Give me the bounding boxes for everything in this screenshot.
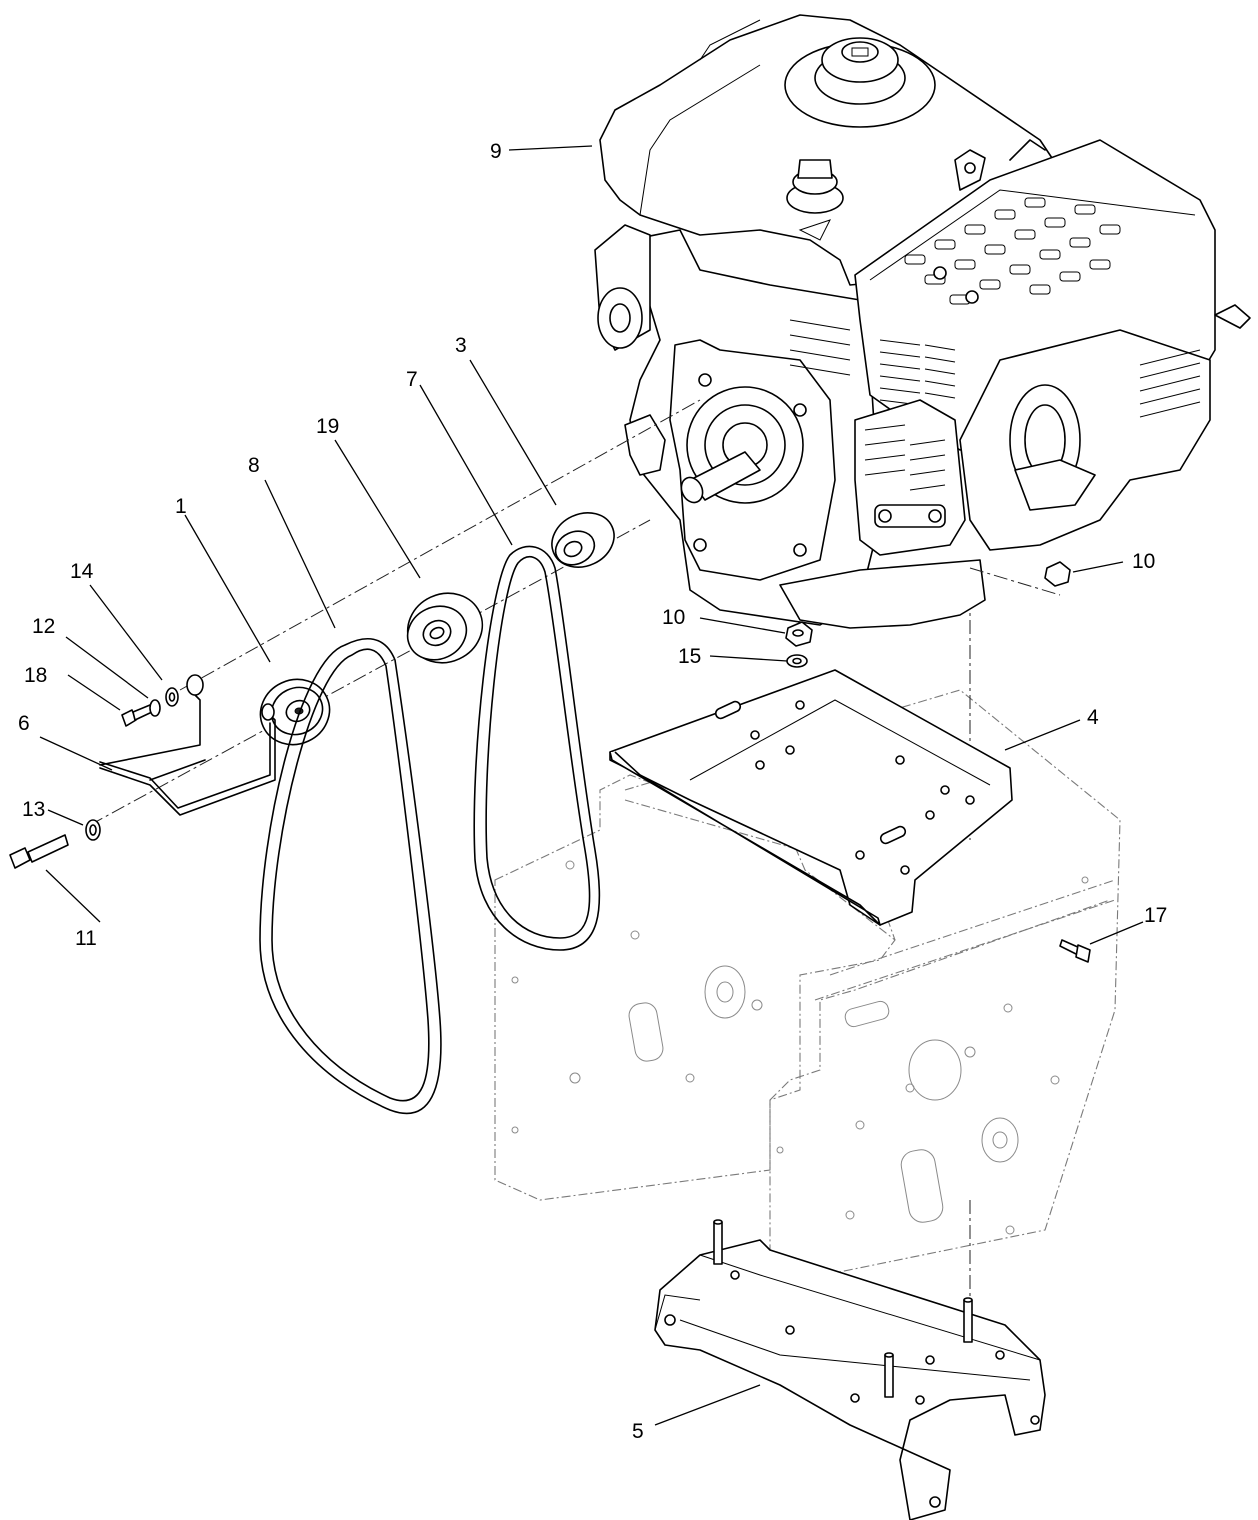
base-bracket	[654, 1219, 1046, 1520]
callout-9: 9	[490, 140, 502, 163]
callout-17: 17	[1144, 904, 1167, 927]
callout-1: 1	[175, 495, 187, 518]
callout-6: 6	[18, 712, 30, 735]
callout-10-upper: 10	[1132, 550, 1155, 573]
callout-18: 18	[24, 664, 47, 687]
callout-5: 5	[632, 1420, 644, 1443]
drive-pulley	[406, 592, 484, 664]
callout-3: 3	[455, 334, 467, 357]
engine-mount-plate	[609, 669, 1013, 926]
callout-labels: 9 3 7 19 8 1 14 12 18 6 13 11 10 10 15 4…	[18, 140, 1167, 1443]
engine-pulley	[551, 512, 615, 568]
callout-15: 15	[678, 645, 701, 668]
callout-10-lower: 10	[662, 606, 685, 629]
callout-8: 8	[248, 454, 260, 477]
callout-13: 13	[22, 798, 45, 821]
leader-lines	[39, 145, 1144, 1426]
belt-7	[473, 545, 601, 951]
belt-8	[259, 638, 442, 1115]
callout-7: 7	[406, 368, 418, 391]
callout-19: 19	[316, 415, 339, 438]
hardware	[9, 561, 1091, 963]
callout-4: 4	[1087, 706, 1099, 729]
drive-axis-centerline	[89, 399, 1061, 826]
callout-14: 14	[70, 560, 94, 583]
idler-bracket	[99, 674, 276, 816]
callout-11: 11	[75, 927, 97, 950]
callout-12: 12	[32, 615, 55, 638]
engine	[594, 14, 1251, 629]
